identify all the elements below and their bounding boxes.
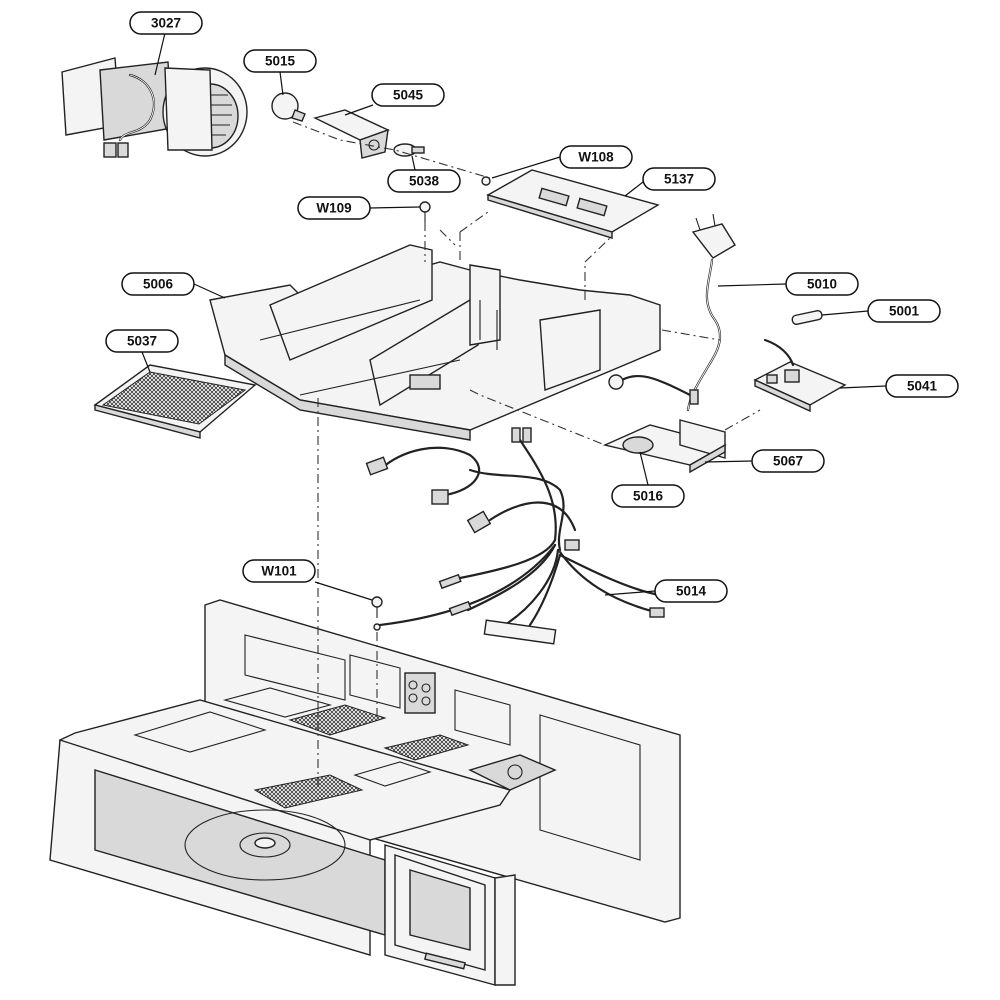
relay-bracket-part (602, 419, 727, 474)
callout-label-5010: 5010 (807, 277, 837, 292)
callout-label-5016: 5016 (633, 489, 664, 504)
screw-w109-part (419, 201, 431, 222)
callout-label-3027: 3027 (151, 16, 181, 31)
oven-cavity-frame (49, 599, 681, 986)
callout-W101: W101 (242, 559, 373, 601)
callout-5014: 5014 (604, 579, 728, 603)
control-board-part (753, 338, 847, 413)
callout-label-5014: 5014 (676, 584, 707, 599)
callout-label-5137: 5137 (664, 172, 694, 187)
assembly-guide-lines (292, 121, 761, 790)
callout-3027: 3027 (129, 11, 203, 76)
callout-5015: 5015 (243, 49, 317, 96)
callout-label-5041: 5041 (907, 379, 938, 394)
screw-w108-part (481, 176, 491, 186)
callout-5067: 5067 (704, 449, 825, 473)
wire-harness-part (365, 427, 665, 645)
callout-label-W108: W108 (578, 150, 614, 165)
callout-label-5038: 5038 (409, 174, 440, 189)
callout-5037: 5037 (105, 329, 179, 373)
screw-w101-part (371, 596, 383, 631)
callout-label-5045: 5045 (393, 88, 424, 103)
callout-label-5006: 5006 (143, 277, 174, 292)
callout-label-W109: W109 (316, 201, 351, 216)
callout-5137: 5137 (624, 167, 716, 197)
callout-5045: 5045 (344, 83, 445, 116)
callout-label-5037: 5037 (127, 334, 157, 349)
thermal-switch-part (393, 143, 425, 157)
grease-filter-part (93, 364, 257, 439)
base-plate-part (209, 244, 661, 441)
lamp-socket-part (313, 109, 390, 159)
callout-5041: 5041 (839, 374, 959, 398)
callout-5010: 5010 (717, 272, 859, 296)
callout-5016: 5016 (611, 451, 685, 508)
callout-label-W101: W101 (261, 564, 297, 579)
callout-5001: 5001 (821, 299, 941, 323)
callout-W108: W108 (491, 145, 633, 179)
callout-label-5015: 5015 (265, 54, 296, 69)
callout-label-5001: 5001 (889, 304, 920, 319)
callout-5006: 5006 (121, 272, 226, 299)
power-cord-part (608, 213, 736, 412)
fuse-part (791, 310, 823, 325)
lamp-bulb-part (271, 92, 306, 122)
callout-W109: W109 (297, 196, 421, 220)
callouts: 3027 5015 5045 5038 W108 5137 (105, 11, 959, 603)
blower-motor-part (61, 57, 248, 158)
callout-label-5067: 5067 (773, 454, 803, 469)
cover-plate-part (486, 169, 660, 239)
callout-5038: 5038 (387, 155, 461, 193)
